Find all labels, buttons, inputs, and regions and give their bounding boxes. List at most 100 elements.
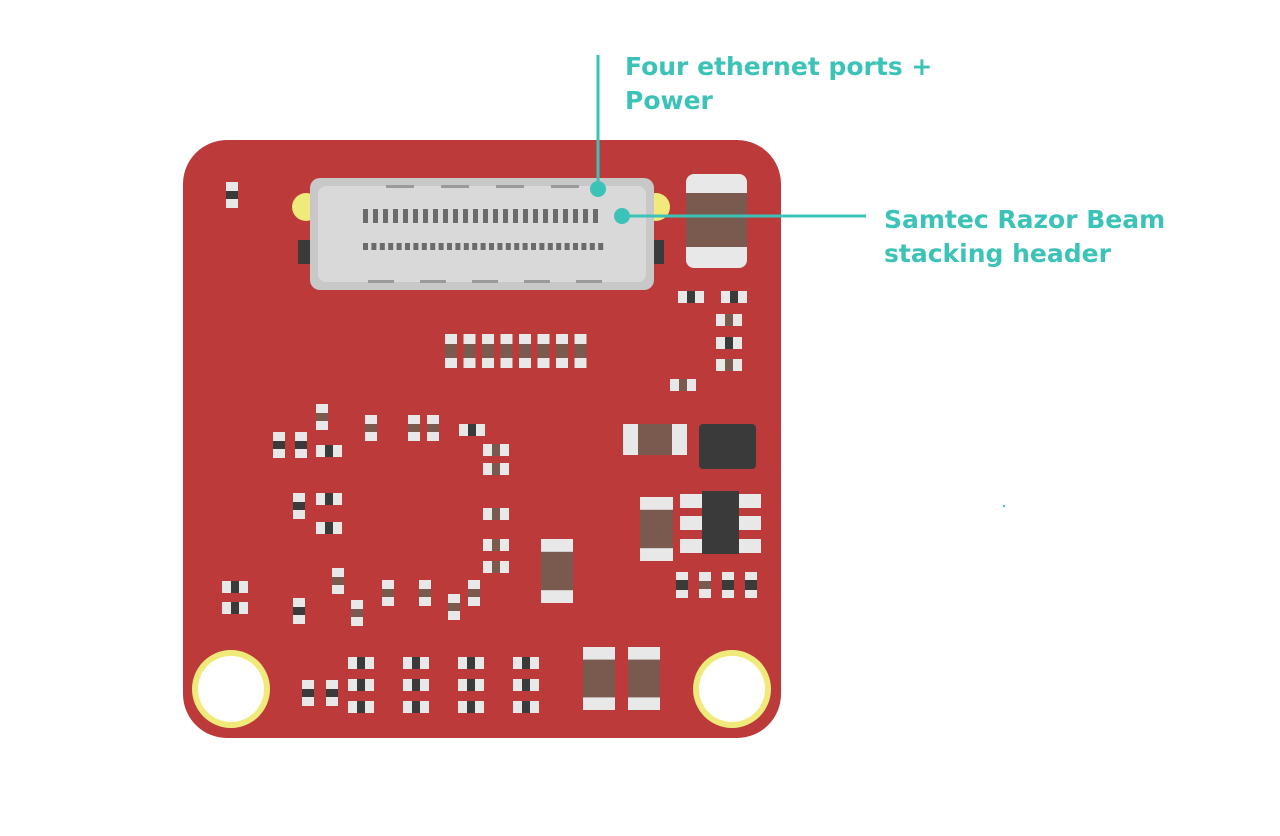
mounting-hole-icon [192,650,270,728]
ic-chip-sot [702,491,739,554]
connector-pin [447,243,452,250]
pad [739,494,761,508]
resistor-body [556,344,568,358]
smd-part [522,679,530,691]
capacitor-body [640,509,673,549]
resistor-body [445,344,457,358]
smd-part [231,602,239,614]
connector-bottom-mark [368,280,394,283]
smd-part [679,379,687,391]
smd-part [522,701,530,713]
capacitor-body [583,659,615,698]
smd-part [725,314,733,326]
connector-pin [522,243,528,250]
connector-top-mark [386,185,414,188]
smd-part [365,424,377,432]
smd-part [467,657,475,669]
connector-pin [505,243,511,250]
connector-pin [433,209,438,223]
smd-part [522,657,530,669]
smd-part [326,689,338,697]
smd-part [467,701,475,713]
smd-part [325,493,333,505]
smd-part [316,413,328,421]
connector-pin [473,209,478,223]
pad [680,539,702,553]
smd-part [231,581,239,593]
connector-top-mark [551,185,579,188]
smd-part [676,580,688,590]
callout-ethernet-power: Four ethernet ports + Power [625,50,945,118]
connector-pin [523,209,528,223]
connector-pin [564,243,570,250]
smd-part [273,441,285,449]
callout-header-line2: stacking header [884,239,1111,268]
inductor-top-right [686,174,747,268]
pad [680,494,702,508]
smd-part [468,589,480,597]
connector-top-mark [441,185,469,188]
connector-pin [455,243,461,250]
smd-part [293,607,305,615]
callout-stacking-header: Samtec Razor Beam stacking header [884,203,1184,271]
connector-pin [513,209,518,223]
connector-pin [483,209,488,223]
connector-pin [553,209,558,223]
smd-part [412,679,420,691]
connector-bottom-mark [472,280,498,283]
smd-part [427,424,439,432]
smd-part [357,679,365,691]
connector-pin [383,209,388,223]
callout-ports-line2: Power [625,86,713,115]
connector-pin [443,209,448,223]
smd-part [302,689,314,697]
smd-part [412,657,420,669]
connector-pin [421,243,427,250]
smd-part [295,441,307,449]
smd-components [222,182,761,713]
smd-part [687,291,695,303]
connector-pin [413,243,419,250]
capacitor-body [628,659,660,698]
connector-pin [589,243,595,250]
smd-part [293,502,305,510]
connector-pin [489,243,494,250]
smd-part [699,581,711,589]
smd-part [722,580,734,590]
connector-pin [531,243,536,250]
connector-pin [379,243,385,250]
callout-ports-line1: Four ethernet ports + [625,52,933,81]
connector-pin [480,243,486,250]
smd-part [448,603,460,611]
connector-pin [593,209,598,223]
smd-part [226,191,238,199]
smd-part [468,424,476,436]
smd-part [357,657,365,669]
connector-pin [503,209,508,223]
capacitor-body [541,551,573,591]
resistor-body [482,344,494,358]
connector-pin [472,243,478,250]
connector-pin [405,243,410,250]
connector-pin [497,243,503,250]
smd-part [408,424,420,432]
leader-dot-header [614,208,630,224]
smd-part [725,359,733,371]
connector-top-mark [496,185,524,188]
connector-pin [438,243,444,250]
smd-part [492,463,500,475]
connector-bottom-mark [420,280,446,283]
connector-pin [396,243,402,250]
pad [739,539,761,553]
connector-bottom-mark [576,280,602,283]
connector-pin [514,243,520,250]
connector-pin [388,243,394,250]
pad [739,516,761,530]
leader-dot-ports [590,181,606,197]
connector-pin [403,209,408,223]
connector-pin [463,209,468,223]
connector-pin [563,209,568,223]
smd-part [332,577,344,585]
